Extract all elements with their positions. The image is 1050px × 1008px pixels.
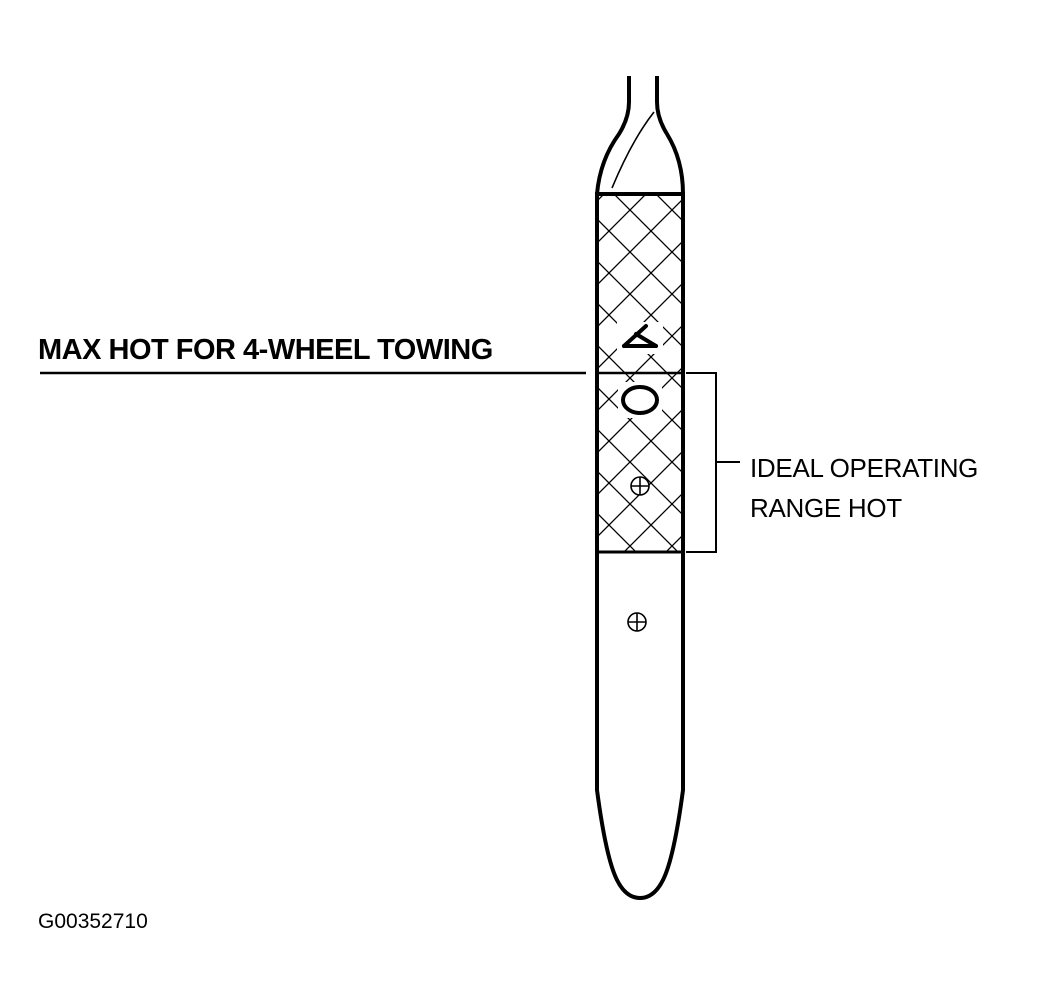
ok-marking: [621, 324, 659, 415]
dipstick-handle: [595, 76, 685, 195]
ideal-range-label: IDEAL OPERATING RANGE HOT: [750, 448, 978, 528]
ideal-range-label-line1: IDEAL OPERATING: [750, 453, 979, 483]
hole-marker-upper: [630, 476, 650, 496]
figure-id: G00352710: [38, 910, 148, 933]
max-hot-label: MAX HOT FOR 4-WHEEL TOWING: [38, 334, 493, 366]
hole-marker-lower: [627, 612, 647, 632]
ideal-range-label-line2: RANGE HOT: [750, 493, 902, 523]
ideal-range-bracket: [686, 372, 740, 553]
